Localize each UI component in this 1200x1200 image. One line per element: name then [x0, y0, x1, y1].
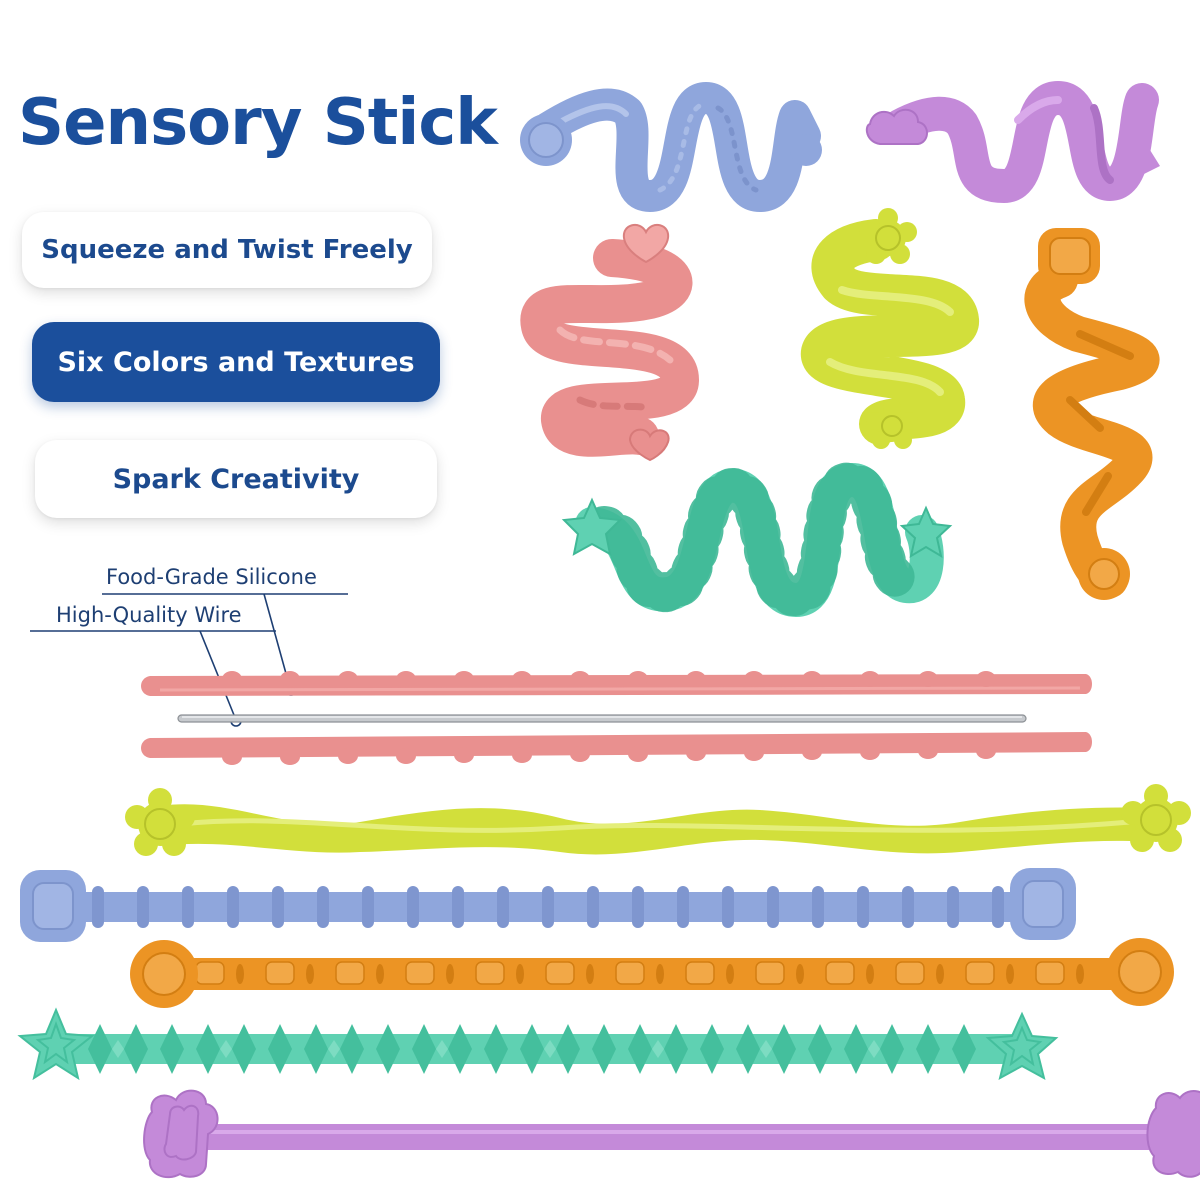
pink-stick-lower-half — [141, 732, 1092, 758]
pink-stick-upper-half — [141, 674, 1092, 696]
feature-squeeze-twist: Squeeze and Twist Freely — [22, 212, 432, 288]
pink-lower-bumps — [222, 743, 996, 765]
blue-twisted-stick — [520, 82, 822, 212]
pink-twisted-stick — [520, 223, 699, 462]
callout-food-grade-silicone: Food-Grade Silicone — [106, 565, 317, 589]
mint-twisted-stick — [561, 462, 953, 617]
page-title: Sensory Stick — [18, 86, 498, 160]
lime-twisted-stick — [801, 208, 979, 449]
pink-upper-bumps — [222, 671, 996, 687]
blue-straight-stick — [20, 868, 1076, 942]
lavender-straight-stick — [143, 1089, 1200, 1179]
mint-straight-stick — [17, 1007, 1059, 1081]
lavender-twisted-stick — [865, 81, 1160, 203]
feature-spark-creativity: Spark Creativity — [35, 440, 437, 518]
feature-label: Six Colors and Textures — [57, 346, 415, 378]
lime-straight-stick — [125, 784, 1191, 856]
feature-label: Squeeze and Twist Freely — [41, 235, 413, 265]
callout-high-quality-wire: High-Quality Wire — [56, 603, 242, 627]
feature-six-colors: Six Colors and Textures — [32, 322, 440, 402]
feature-label: Spark Creativity — [112, 463, 360, 495]
steel-wire — [177, 714, 1027, 723]
orange-twisted-stick — [1024, 228, 1160, 600]
orange-straight-stick — [130, 938, 1174, 1008]
